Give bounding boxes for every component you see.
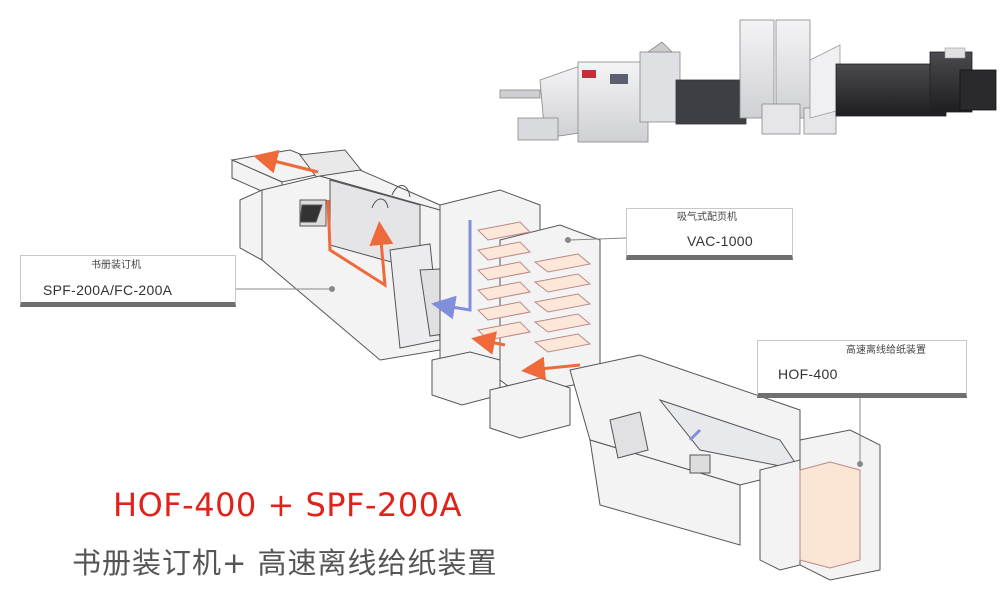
callout-hof: 高速离线给纸装置 HOF-400 <box>757 340 967 398</box>
vac-collator <box>431 189 601 439</box>
hof-feeder <box>569 354 881 581</box>
paper-path-blue <box>431 220 702 442</box>
callout-spf-main: SPF-200A/FC-200A <box>43 282 173 298</box>
paper-path-orange <box>253 149 581 381</box>
callout-vac: 吸气式配页机 VAC-1000 <box>626 208 793 260</box>
spf-booklet-maker <box>230 149 471 361</box>
callout-hof-sub: 高速离线给纸装置 <box>846 345 926 356</box>
model-title: HOF-400 + SPF-200A <box>113 486 462 524</box>
callout-spf-sub: 书册装订机 <box>91 260 141 271</box>
callout-vac-main: VAC-1000 <box>687 233 753 249</box>
callout-leaders <box>236 237 863 467</box>
machine-photo <box>499 19 997 143</box>
callout-vac-sub: 吸气式配页机 <box>677 212 737 223</box>
callout-hof-main: HOF-400 <box>778 366 838 382</box>
product-name-title: 书册装订机+ 高速离线给纸装置 <box>72 546 498 580</box>
callout-spf: 书册装订机 SPF-200A/FC-200A <box>20 255 236 307</box>
